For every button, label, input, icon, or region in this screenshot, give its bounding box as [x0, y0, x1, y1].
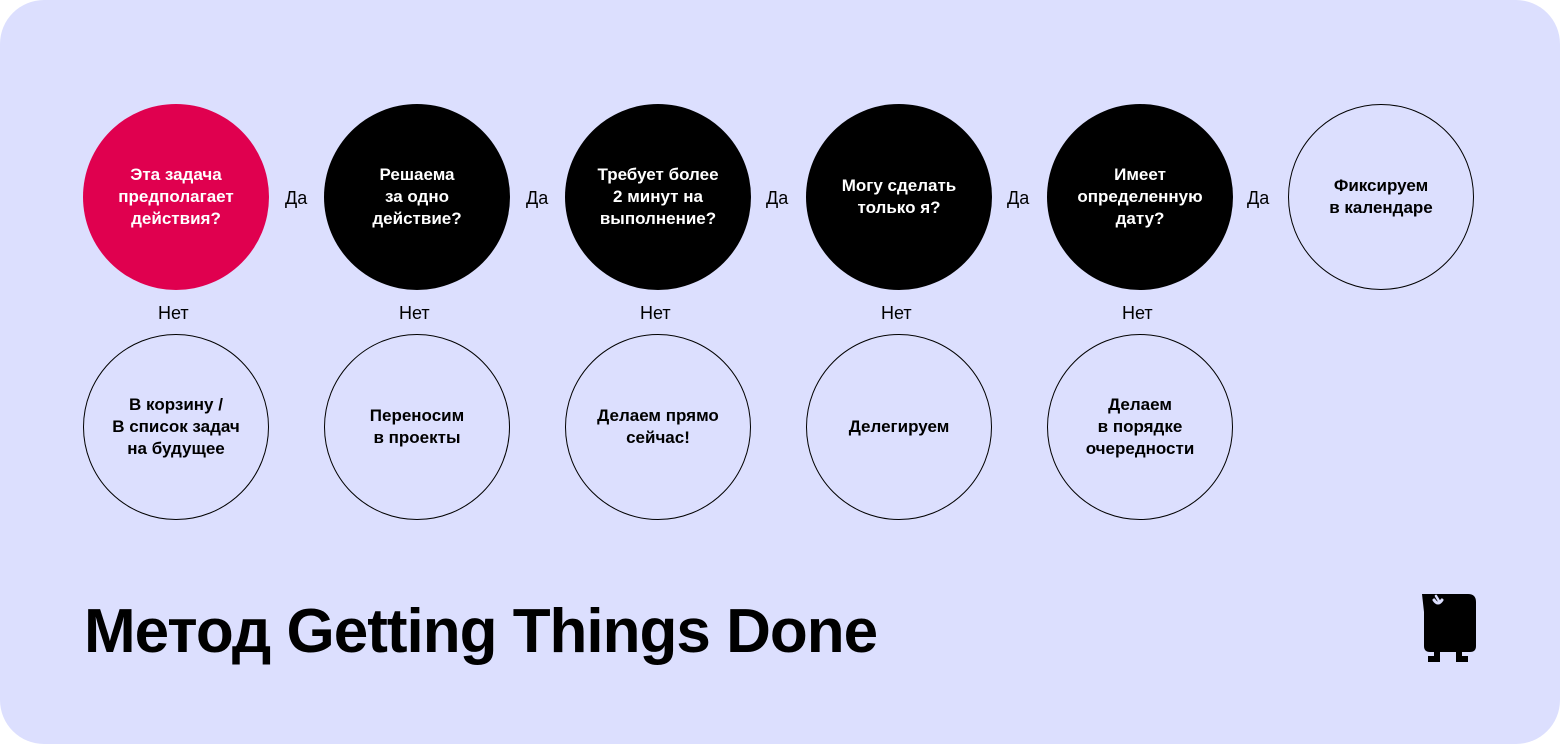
no-label: Нет — [158, 303, 189, 323]
outcome-node: Переносим в проекты — [324, 334, 510, 520]
question-node: Решаема за одно действие? — [324, 104, 510, 290]
outcome-text: Фиксируем в календаре — [1329, 176, 1433, 217]
question-node: Требует более 2 минут на выполнение? — [565, 104, 751, 290]
outcome-text: Делаем прямо сейчас! — [597, 406, 719, 447]
question-text: Эта задача предполагает действия? — [118, 165, 234, 228]
outcome-node: Делаем в порядке очередности — [1047, 334, 1233, 520]
outcome-node-calendar: Фиксируем в календаре — [1288, 104, 1474, 290]
outcome-text: Делегируем — [848, 417, 950, 436]
no-label: Нет — [399, 303, 430, 323]
outcome-text: Переносим в проекты — [369, 406, 465, 447]
no-label: Нет — [1122, 303, 1153, 323]
outcome-node: В корзину / В список задач на будущее — [83, 334, 269, 520]
question-text: Могу сделать только я? — [841, 176, 957, 217]
question-node-start: Эта задача предполагает действия? — [83, 104, 269, 290]
yes-label: Да — [1007, 188, 1030, 208]
outcome-text: Делаем в порядке очередности — [1085, 395, 1195, 458]
question-node: Могу сделать только я? — [806, 104, 992, 290]
page-title: Метод Getting Things Done — [84, 597, 878, 666]
question-node: Имеет определенную дату? — [1047, 104, 1233, 290]
outcome-node: Делегируем — [806, 334, 992, 520]
yes-label: Да — [766, 188, 789, 208]
no-label: Нет — [881, 303, 912, 323]
question-text: Требует более 2 минут на выполнение? — [597, 165, 719, 228]
mascot-icon — [1418, 590, 1482, 666]
outcome-node: Делаем прямо сейчас! — [565, 334, 751, 520]
yes-label: Да — [1247, 188, 1270, 208]
question-text: Решаема за одно действие? — [372, 165, 462, 228]
yes-label: Да — [285, 188, 308, 208]
outcome-text: В корзину / В список задач на будущее — [112, 395, 240, 458]
no-label: Нет — [640, 303, 671, 323]
yes-label: Да — [526, 188, 549, 208]
question-text: Имеет определенную дату? — [1077, 165, 1203, 228]
